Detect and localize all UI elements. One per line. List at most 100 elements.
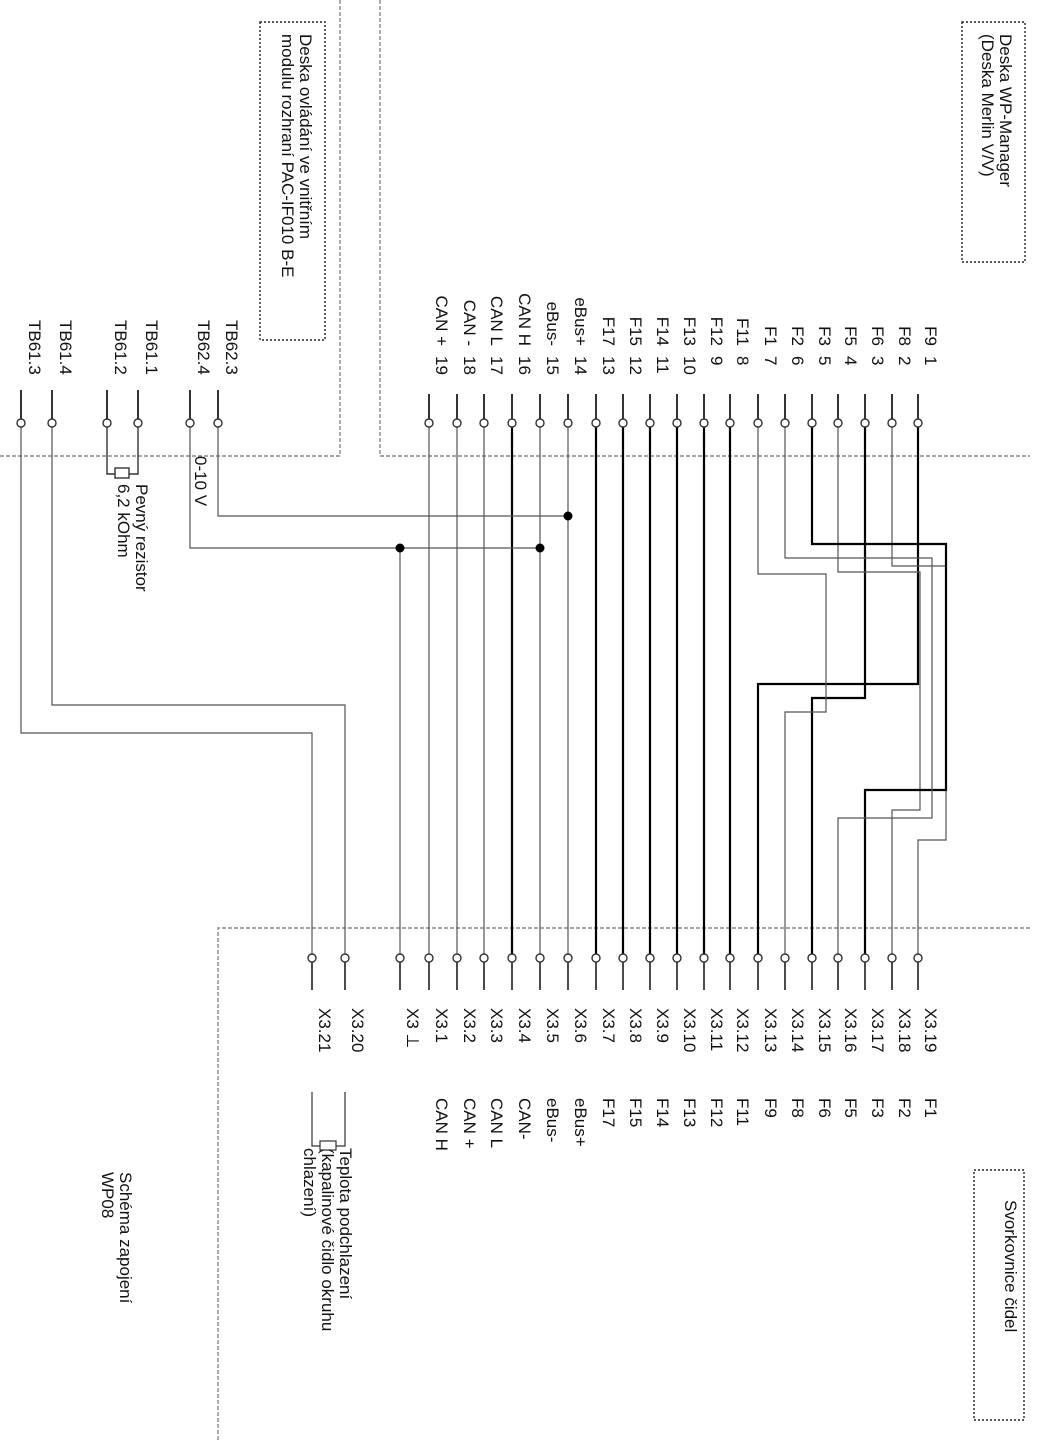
sensor-terminal-4	[807, 953, 817, 963]
pac-terminal-5	[16, 418, 26, 428]
sensor-term-11: X3.8	[626, 1008, 645, 1043]
wp-pin-num-7: 7	[761, 356, 780, 365]
wp-pin-num-12: 12	[626, 356, 645, 375]
pac-term-label-3: TB61.2	[111, 320, 130, 375]
sensor-func-16: CAN L	[487, 1098, 506, 1148]
sensor-label-1: Teplota podchlazení	[336, 1148, 355, 1300]
wp-pin-name-17: CAN L	[487, 296, 506, 346]
wp-terminal-16	[507, 418, 517, 428]
wp-pin-name-19: CAN +	[432, 295, 451, 346]
wp-terminal-14	[563, 418, 573, 428]
sensor-terminal-15	[507, 953, 517, 963]
sensor-terminal-18	[424, 953, 434, 963]
sensor-block-box	[217, 927, 1030, 1442]
wp-pin-name-6: F2	[788, 326, 807, 346]
wp-terminal-13	[591, 418, 601, 428]
sensor-term-10: X3.9	[653, 1008, 672, 1043]
pac-module-title-2: modulu rozhraní PAC-IF010 B-E	[278, 34, 297, 277]
wp-terminal-4	[833, 418, 843, 428]
sensor-func-10: F14	[653, 1098, 672, 1127]
wp-pin-num-3: 3	[868, 356, 887, 365]
pac-terminal-2	[133, 418, 143, 428]
wp-terminal-10	[672, 418, 682, 428]
wp-pin-num-2: 2	[895, 356, 914, 365]
wp-manager-box	[379, 0, 1030, 457]
pac-term-label-5: TB61.3	[25, 320, 44, 375]
wire-f9	[756, 423, 920, 958]
wp-pin-name-16: CAN H	[515, 293, 534, 346]
pac-terminal-4	[47, 418, 57, 428]
wp-pin-num-14: 14	[571, 356, 590, 375]
sensor-terminal-3	[833, 953, 843, 963]
wp-pin-num-11: 11	[653, 356, 672, 374]
pac-terminal-0	[213, 418, 223, 428]
wire-f2	[784, 423, 933, 958]
pac-terminal-3	[102, 418, 112, 428]
wp-pin-num-8: 8	[733, 356, 752, 365]
wp-pin-num-1: 1	[921, 356, 940, 365]
sensor-func-5: F8	[788, 1098, 807, 1118]
wp-terminal-1	[913, 418, 923, 428]
sensor-func-12: F17	[599, 1098, 618, 1127]
wp-pin-name-10: F13	[680, 317, 699, 346]
sensor-terminal-20	[340, 953, 350, 963]
sensor-term-14: X3.5	[543, 1008, 562, 1043]
wp-pin-num-4: 4	[841, 356, 860, 365]
pac-module-box	[0, 0, 341, 457]
junction-ebus-plus	[563, 511, 573, 521]
sensor-terminal-17	[452, 953, 462, 963]
fixed-resistor-lead	[106, 418, 139, 475]
sensor-block-title: Svorkovnice čidel	[1001, 1200, 1020, 1332]
sensor-term-7: X3.12	[733, 1008, 752, 1052]
wp-pin-num-18: 18	[460, 356, 479, 375]
wp-pin-name-7: F1	[761, 326, 780, 346]
sensor-terminal-12	[591, 953, 601, 963]
wp-pin-name-8: F11	[733, 318, 752, 346]
sensor-func-11: F15	[626, 1098, 645, 1127]
wire-tb61-4	[51, 423, 346, 958]
wp-pin-name-1: F9	[921, 326, 940, 346]
junction-ebus-minus	[535, 543, 545, 553]
sensor-terminal-13	[563, 953, 573, 963]
wp-pin-num-13: 13	[599, 356, 618, 375]
sensor-term-16: X3.3	[487, 1008, 506, 1043]
wp-terminal-8	[725, 418, 735, 428]
wire-tb62-4	[189, 423, 540, 549]
sensor-terminal-1	[887, 953, 897, 963]
sensor-terminal-10	[645, 953, 655, 963]
wp-pin-num-9: 9	[707, 356, 726, 365]
wp-terminal-12	[618, 418, 628, 428]
wp-terminal-3	[860, 418, 870, 428]
pac-module-title-1: Deska ovládání ve vnitřním	[296, 34, 315, 239]
pac-module-title-box	[259, 21, 326, 341]
wp-terminal-17	[479, 418, 489, 428]
wp-terminal-6	[780, 418, 790, 428]
labels-layer: F91F82F63F54F35F26F17F118F129F1310F1411F…	[25, 293, 940, 1151]
wp-terminal-5	[807, 418, 817, 428]
voltage-label: 0-10 V	[191, 456, 210, 507]
sensor-term-8: X3.11	[707, 1008, 726, 1051]
sensor-term-2: X3.17	[868, 1008, 887, 1052]
resistor-label-2: 6,2 kOhm	[114, 484, 133, 558]
sensor-term-21: X3.21	[315, 1008, 334, 1052]
sensor-terminal-16	[479, 953, 489, 963]
wp-pin-name-9: F12	[707, 317, 726, 346]
sensor-func-7: F11	[733, 1098, 752, 1126]
wp-pin-name-2: F8	[895, 326, 914, 346]
pac-term-label-0: TB62.3	[222, 320, 241, 375]
wire-f5	[837, 423, 921, 958]
wp-terminal-7	[753, 418, 763, 428]
sensor-terminal-8	[699, 953, 709, 963]
sensor-func-13: eBus+	[571, 1098, 590, 1147]
wp-pin-name-5: F3	[815, 326, 834, 346]
sensor-terminal-6	[753, 953, 763, 963]
wp-terminal-18	[452, 418, 462, 428]
wp-manager-title-box	[961, 21, 1026, 263]
resistor-label-1: Pevný rezistor	[132, 484, 151, 592]
wp-pin-name-15: eBus-	[543, 302, 562, 346]
wp-manager-title-2: (Deska Merlin V/V)	[978, 34, 997, 177]
sensor-func-8: F12	[707, 1098, 726, 1127]
sensor-term-5: X3.14	[788, 1008, 807, 1052]
sensor-terminal-5	[780, 953, 790, 963]
